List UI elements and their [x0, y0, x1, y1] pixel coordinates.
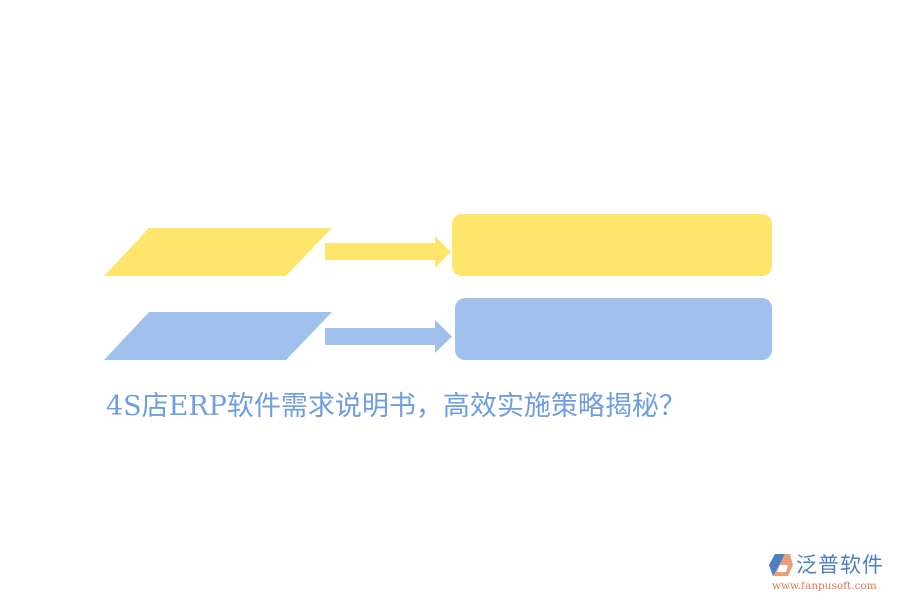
- page-title: 4S店ERP软件需求说明书，高效实施策略揭秘？: [106, 391, 686, 422]
- yellow-result-box: [452, 214, 772, 276]
- brand-name: 泛普软件: [796, 553, 884, 577]
- blue-parallelogram: [104, 312, 332, 360]
- yellow-arrow-icon: [325, 236, 451, 268]
- brand-url: www.fanpusoft.com: [772, 580, 877, 592]
- yellow-parallelogram: [104, 228, 332, 276]
- blue-result-box: [455, 298, 772, 360]
- fanpu-hexagon-logo-icon: [769, 554, 793, 576]
- blue-arrow-icon: [325, 320, 452, 353]
- brand-logo: 泛普软件 www.fanpusoft.com: [768, 552, 894, 596]
